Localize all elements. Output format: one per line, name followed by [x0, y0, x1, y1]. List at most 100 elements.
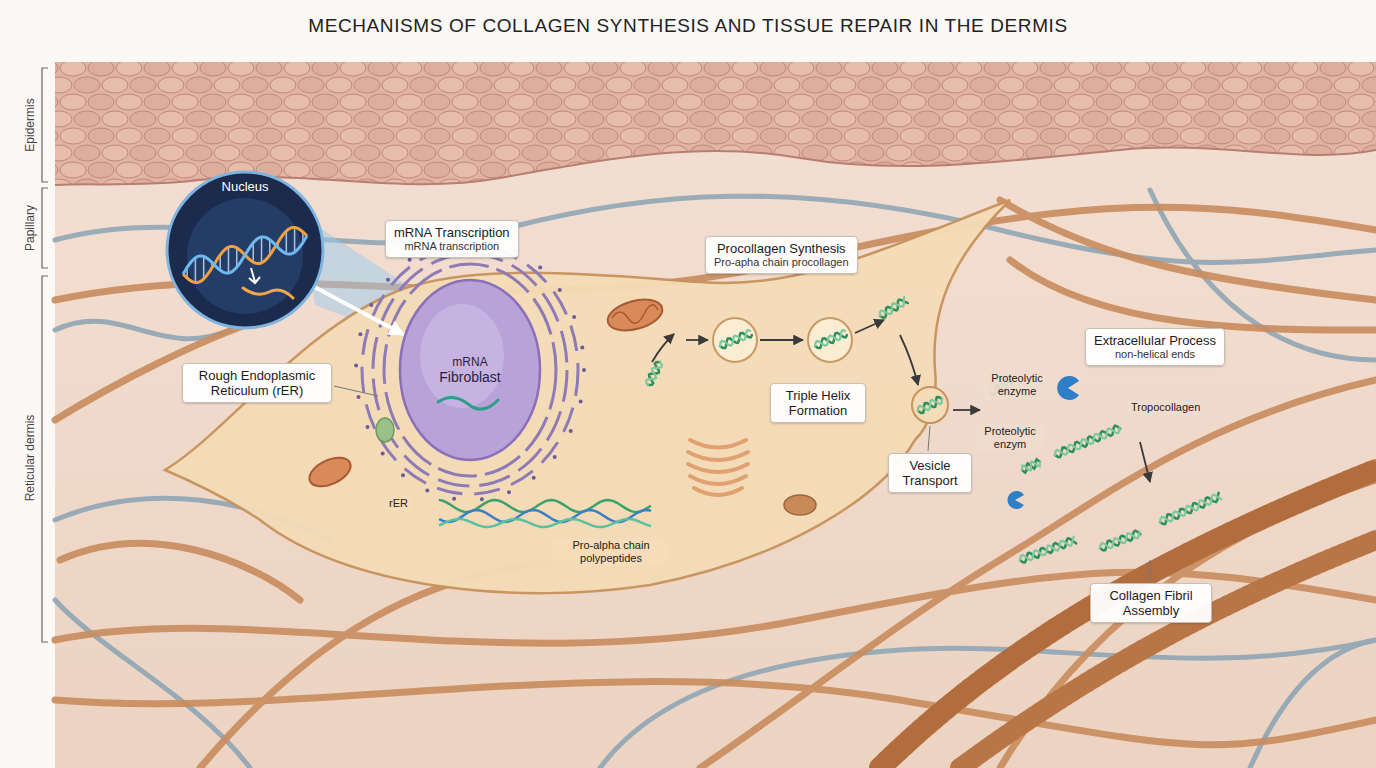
epidermal-cell — [1068, 60, 1094, 76]
part-label: Proteolytic enzym — [976, 424, 1044, 452]
epidermal-cell — [676, 162, 702, 178]
epidermal-cell — [172, 94, 198, 110]
epidermal-cell — [732, 162, 758, 178]
bracket — [42, 276, 48, 642]
helix-strand — [880, 297, 904, 316]
epidermal-cell — [368, 162, 394, 178]
epidermal-cell — [116, 94, 142, 110]
epidermal-cell — [928, 94, 954, 110]
epidermal-cell — [536, 94, 562, 110]
flow-arrow — [855, 320, 884, 333]
epidermal-cell — [368, 128, 394, 144]
epidermal-cell — [242, 111, 268, 127]
epidermal-cell — [928, 60, 954, 76]
node-subtext: non-helical ends — [1094, 348, 1216, 361]
epidermal-cell — [1306, 179, 1332, 195]
epidermal-cell — [578, 145, 604, 161]
epidermal-cell — [718, 111, 744, 127]
epidermal-cell — [382, 77, 408, 93]
epidermal-cell — [1166, 111, 1192, 127]
epidermal-cell — [942, 111, 968, 127]
epidermal-cell — [648, 162, 674, 178]
epidermal-cell — [60, 94, 86, 110]
epidermal-cell — [158, 77, 184, 93]
epidermal-cell — [130, 77, 156, 93]
epidermal-cell — [46, 179, 72, 195]
epidermal-cell — [690, 145, 716, 161]
epidermal-cell — [1222, 145, 1248, 161]
epidermal-cell — [760, 60, 786, 76]
epidermal-cell — [228, 94, 254, 110]
er-cisterna — [384, 264, 556, 476]
epidermal-cell — [466, 111, 492, 127]
epidermal-cell — [1152, 94, 1178, 110]
node-heading: Collagen Fibril Assembly — [1099, 588, 1203, 618]
epidermal-cell — [998, 145, 1024, 161]
fibril-bundle — [880, 470, 1376, 768]
epidermal-cell — [592, 162, 618, 178]
epidermal-cell — [760, 162, 786, 178]
epidermal-cell — [564, 128, 590, 144]
epidermal-cell — [1320, 128, 1346, 144]
epidermal-cell — [1348, 128, 1374, 144]
epidermal-cell — [690, 77, 716, 93]
helix-strand — [1160, 495, 1221, 522]
epidermal-cell — [200, 94, 226, 110]
epidermal-cell — [634, 179, 660, 195]
epidermal-cell — [158, 145, 184, 161]
helix-strand — [1100, 531, 1140, 551]
epidermal-cell — [984, 128, 1010, 144]
helix-strand — [646, 362, 662, 385]
epidermal-cell — [648, 60, 674, 76]
epidermal-cell — [886, 77, 912, 93]
helix-strand — [1020, 537, 1074, 561]
epidermal-cell — [228, 128, 254, 144]
polypeptide-chains — [440, 500, 650, 527]
epidermal-cell — [550, 77, 576, 93]
epidermal-cell — [984, 94, 1010, 110]
er-cisterna — [362, 246, 578, 494]
epidermal-cell — [858, 77, 884, 93]
diagram-title: MECHANISMS OF COLLAGEN SYNTHESIS AND TIS… — [0, 15, 1376, 37]
epidermal-cell — [480, 60, 506, 76]
epidermal-cell — [1096, 60, 1122, 76]
epidermal-cell — [382, 111, 408, 127]
process-box: Vesicle Transport — [888, 453, 972, 493]
epidermal-cell — [788, 60, 814, 76]
epidermal-cell — [340, 162, 366, 178]
ribosome — [354, 364, 358, 368]
flow-arrow — [953, 409, 980, 411]
epidermal-cell — [606, 77, 632, 93]
epidermal-cell — [480, 162, 506, 178]
epidermis — [55, 62, 1376, 185]
epidermal-cell — [1040, 60, 1066, 76]
epidermal-cell — [74, 77, 100, 93]
epidermal-cell — [1236, 162, 1262, 178]
epidermal-cell — [158, 111, 184, 127]
epidermal-cell — [550, 145, 576, 161]
node-heading: mRNA — [452, 355, 487, 369]
ribosomes — [354, 238, 586, 501]
epidermal-cell — [1264, 94, 1290, 110]
epidermal-cell — [732, 60, 758, 76]
epidermal-cell — [1222, 179, 1248, 195]
golgi-cisterna — [694, 488, 742, 495]
epidermal-cell — [284, 94, 310, 110]
epidermal-cell — [1264, 128, 1290, 144]
epidermal-cell — [396, 94, 422, 110]
epidermal-cell — [634, 111, 660, 127]
epidermal-cell — [1040, 94, 1066, 110]
epidermal-cell — [536, 60, 562, 76]
layer-label: Reticular dermis — [23, 412, 37, 505]
epidermal-cell — [648, 128, 674, 144]
epidermal-cell — [102, 145, 128, 161]
epidermal-cell — [270, 77, 296, 93]
epidermal-cell — [718, 145, 744, 161]
epidermal-cell — [1278, 77, 1304, 93]
epidermal-cell — [816, 162, 842, 178]
epidermal-cell — [312, 162, 338, 178]
epidermal-cell — [298, 179, 324, 195]
epidermal-cell — [452, 94, 478, 110]
epidermal-cell — [676, 94, 702, 110]
epidermal-cell — [648, 94, 674, 110]
